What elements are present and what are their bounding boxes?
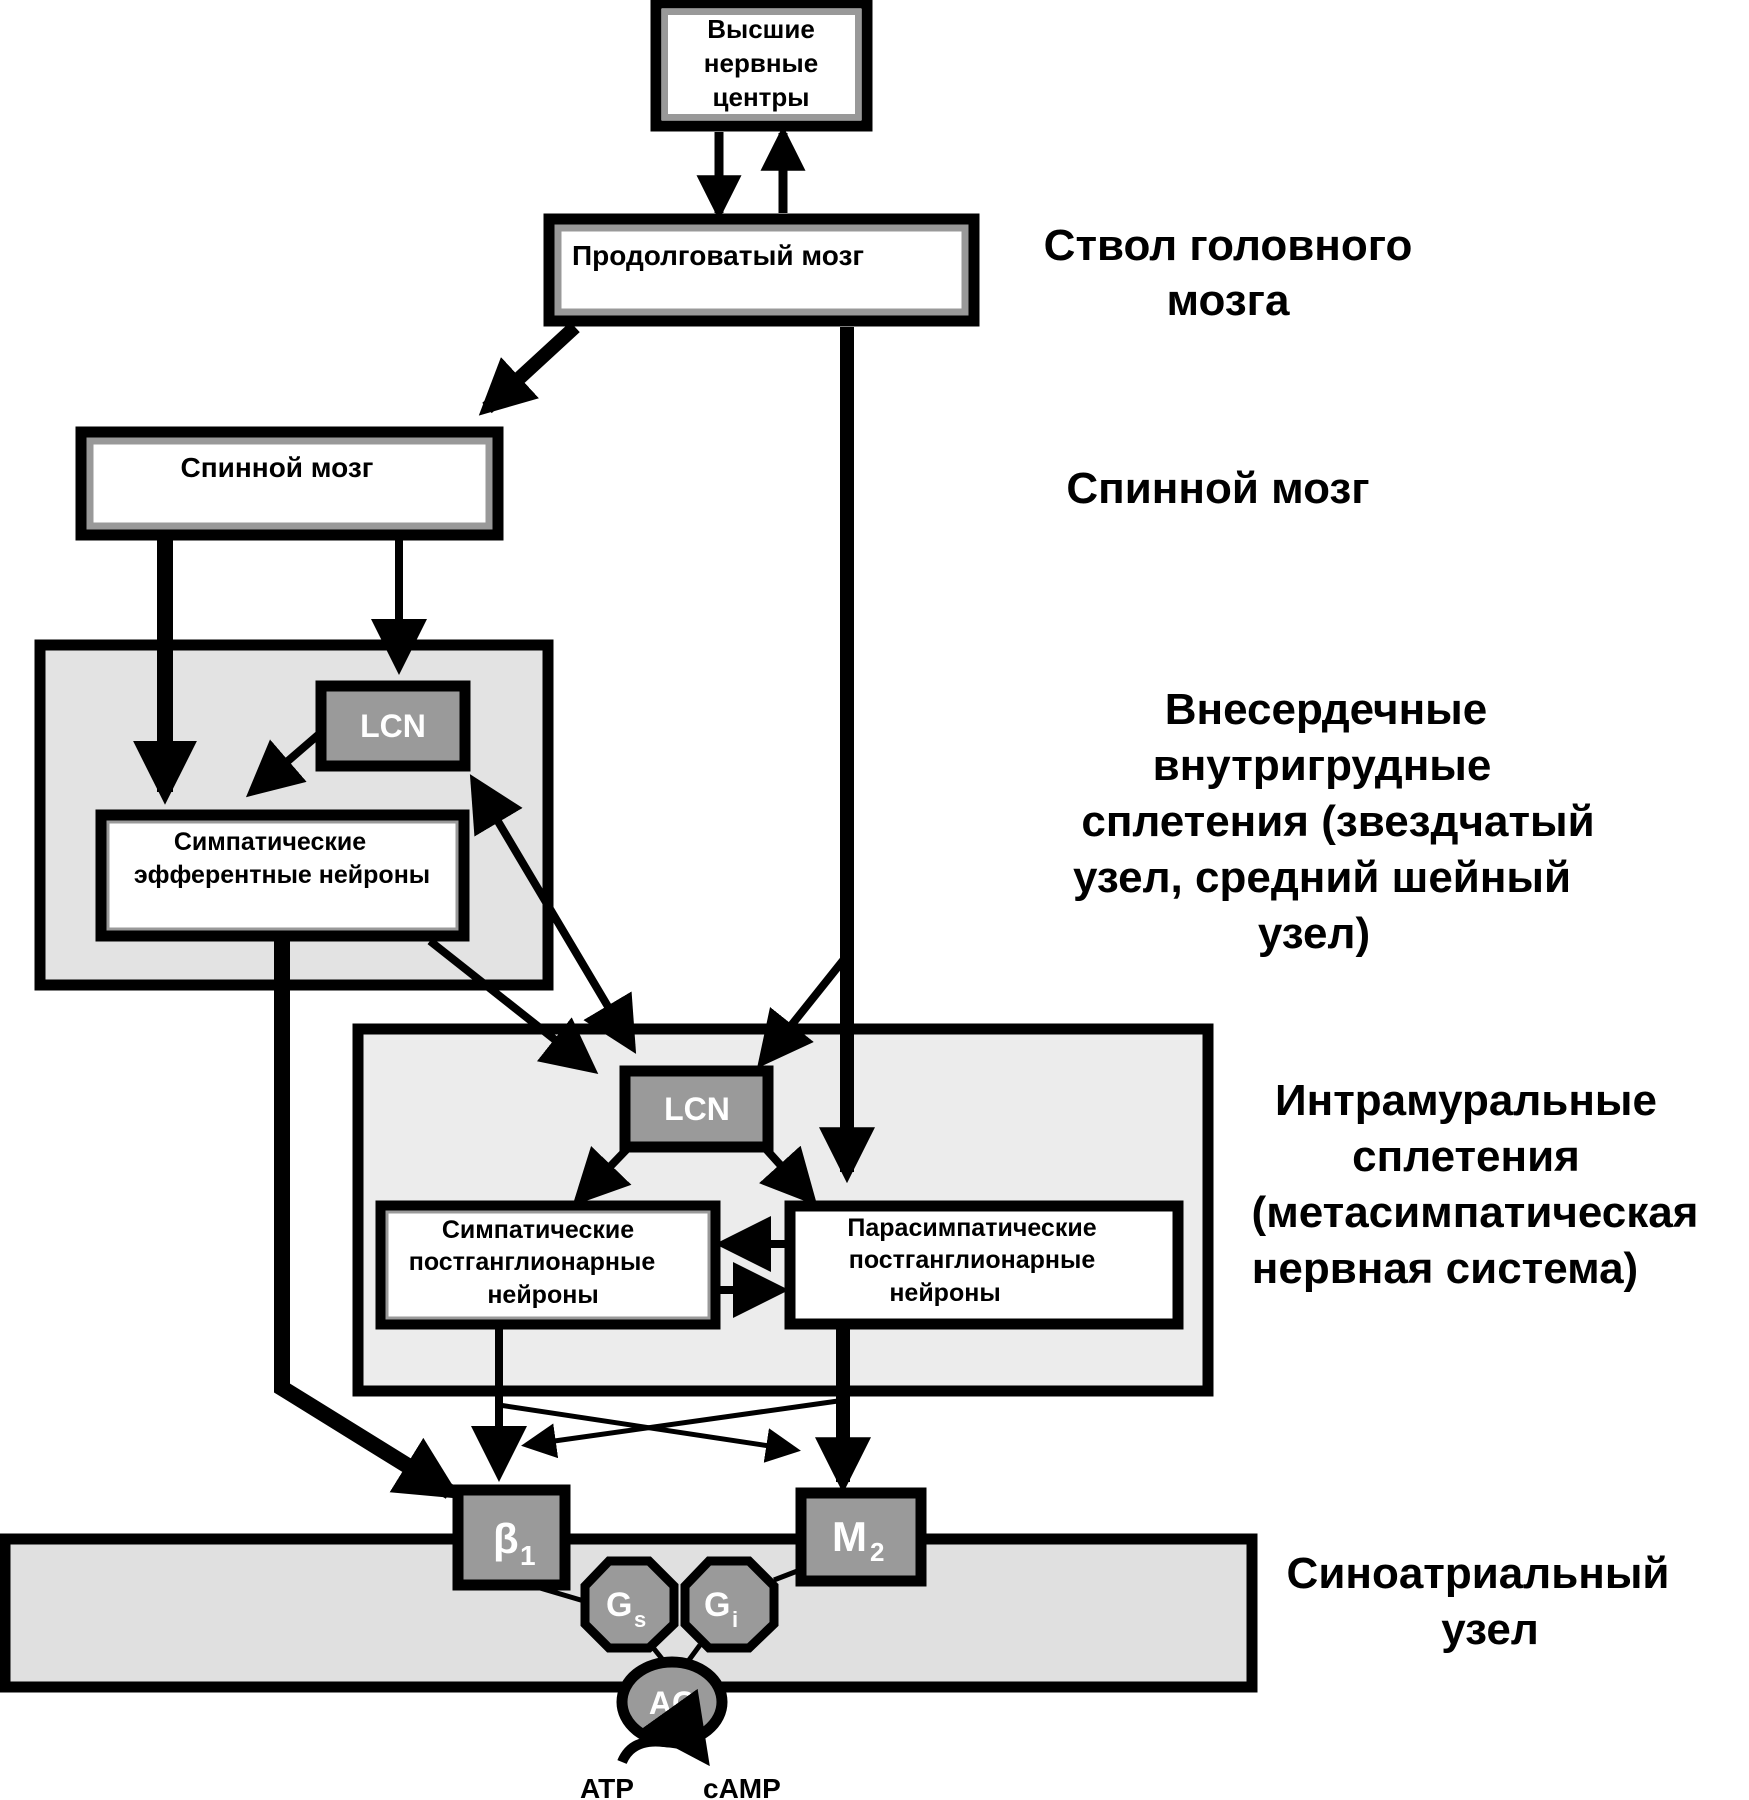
intramural-label-line-2: сплетения — [1352, 1132, 1580, 1181]
gi-protein: G i — [680, 1556, 779, 1653]
level-label-extracardiac: Внесердечные внутригрудные сплетения (зв… — [1073, 685, 1595, 958]
link-beta1-to-gs — [539, 1585, 585, 1604]
intramural-label-line-1: Интрамуральные — [1275, 1076, 1657, 1125]
sympathetic-postganglionic-line-1: Симпатические — [442, 1216, 634, 1244]
intramural-label-line-4: нервная система) — [1252, 1244, 1638, 1293]
extracardiac-label-line-1: Внесердечные — [1165, 685, 1487, 734]
sympathetic-postganglionic-line-3: нейроны — [487, 1281, 598, 1309]
gi-label: G — [704, 1586, 730, 1624]
m2-receptor: M 2 — [795, 1487, 927, 1587]
parasympathetic-postganglionic-line-3: нейроны — [889, 1279, 1000, 1307]
lcn-intramural-node: LCN — [619, 1065, 774, 1153]
beta1-receptor: β 1 — [452, 1484, 571, 1591]
higher-centers-line-2: нервные — [704, 48, 818, 78]
arrow-efferent-to-lcn-intramural — [427, 937, 599, 1074]
level-label-brainstem: Ствол головного мозга — [1044, 221, 1413, 325]
higher-centers-node: Высшие нервные центры — [650, 0, 873, 132]
gs-protein: G s — [580, 1556, 679, 1653]
m2-subscript: 2 — [870, 1537, 884, 1567]
m2-label: M — [832, 1513, 867, 1560]
sympathetic-efferent-node: Симпатические эфферентные нейроны — [95, 809, 470, 942]
gs-label: G — [606, 1586, 632, 1624]
beta1-subscript: 1 — [520, 1540, 536, 1571]
adenylate-cyclase: AC — [616, 1656, 728, 1748]
beta1-label: β — [493, 1515, 519, 1562]
lcn-extracardiac-node: LCN — [315, 680, 471, 772]
link-gi-to-ac — [686, 1643, 703, 1662]
sympathetic-postganglionic-line-2: постганглионарные — [409, 1248, 656, 1276]
atp-label: ATP — [580, 1773, 634, 1800]
sa-node-label-line-2: узел — [1441, 1605, 1539, 1654]
arrow-parasympathetic-post-to-beta1-cross — [521, 1398, 839, 1459]
ac-label: AC — [649, 1685, 695, 1721]
gi-subscript: i — [732, 1607, 738, 1632]
brainstem-label-line-2: мозга — [1167, 276, 1290, 325]
atp-to-camp-arrow — [617, 1688, 710, 1767]
arrow-lcn-bidirectional — [469, 774, 637, 1054]
arrow-efferent-to-beta1 — [274, 941, 461, 1499]
higher-centers-line-3: центры — [713, 82, 810, 112]
sympathetic-postganglionic-node: Симпатические постганглионарные нейроны — [375, 1200, 721, 1330]
lcn-extracardiac-label: LCN — [360, 708, 426, 744]
extracardiac-label-line-5: узел) — [1258, 909, 1370, 958]
arrow-medulla-to-spinal — [478, 321, 580, 416]
medulla-node: Продолговатый мозг — [543, 213, 980, 327]
spinal-cord-level-label: Спинной мозг — [1066, 464, 1369, 513]
level-label-spinal-cord: Спинной мозг — [1066, 464, 1369, 513]
arrow-lcn-extracardiac-to-efferent — [245, 731, 321, 798]
extracardiac-label-line-4: узел, средний шейный — [1073, 853, 1571, 902]
intramural-label-line-3: (метасимпатическая — [1252, 1188, 1699, 1237]
parasympathetic-postganglionic-line-2: постганглионарные — [849, 1246, 1096, 1274]
parasympathetic-postganglionic-node: Парасимпатические постганглионарные нейр… — [784, 1200, 1184, 1330]
extracardiac-label-line-3: сплетения (звездчатый — [1081, 797, 1594, 846]
arrow-lcn-to-parasympathetic-post — [759, 1145, 818, 1206]
spinal-cord-node: Спинной мозг — [75, 426, 504, 541]
sympathetic-efferent-line-1: Симпатические — [174, 828, 366, 856]
sa-node-label-line-1: Синоатриальный — [1287, 1549, 1670, 1598]
medulla-label: Продолговатый мозг — [572, 240, 864, 271]
arrow-lcn-to-sympathetic-post — [572, 1145, 632, 1206]
level-label-sa-node: Синоатриальный узел — [1287, 1549, 1670, 1654]
level-label-intramural: Интрамуральные сплетения (метасимпатичес… — [1252, 1076, 1699, 1293]
camp-label: cAMP — [703, 1773, 781, 1800]
gs-subscript: s — [634, 1607, 646, 1632]
sympathetic-efferent-line-2: эфферентные нейроны — [134, 861, 430, 889]
link-m2-to-gi — [773, 1567, 801, 1583]
lcn-intramural-label: LCN — [664, 1091, 730, 1127]
parasympathetic-postganglionic-line-1: Парасимпатические — [847, 1214, 1096, 1242]
higher-centers-line-1: Высшие — [707, 14, 815, 44]
brainstem-label-line-1: Ствол головного — [1044, 221, 1413, 270]
spinal-cord-label: Спинной мозг — [181, 452, 374, 483]
arrow-vagal-to-lcn-intramural — [757, 955, 849, 1069]
extracardiac-label-line-2: внутригрудные — [1153, 741, 1492, 790]
